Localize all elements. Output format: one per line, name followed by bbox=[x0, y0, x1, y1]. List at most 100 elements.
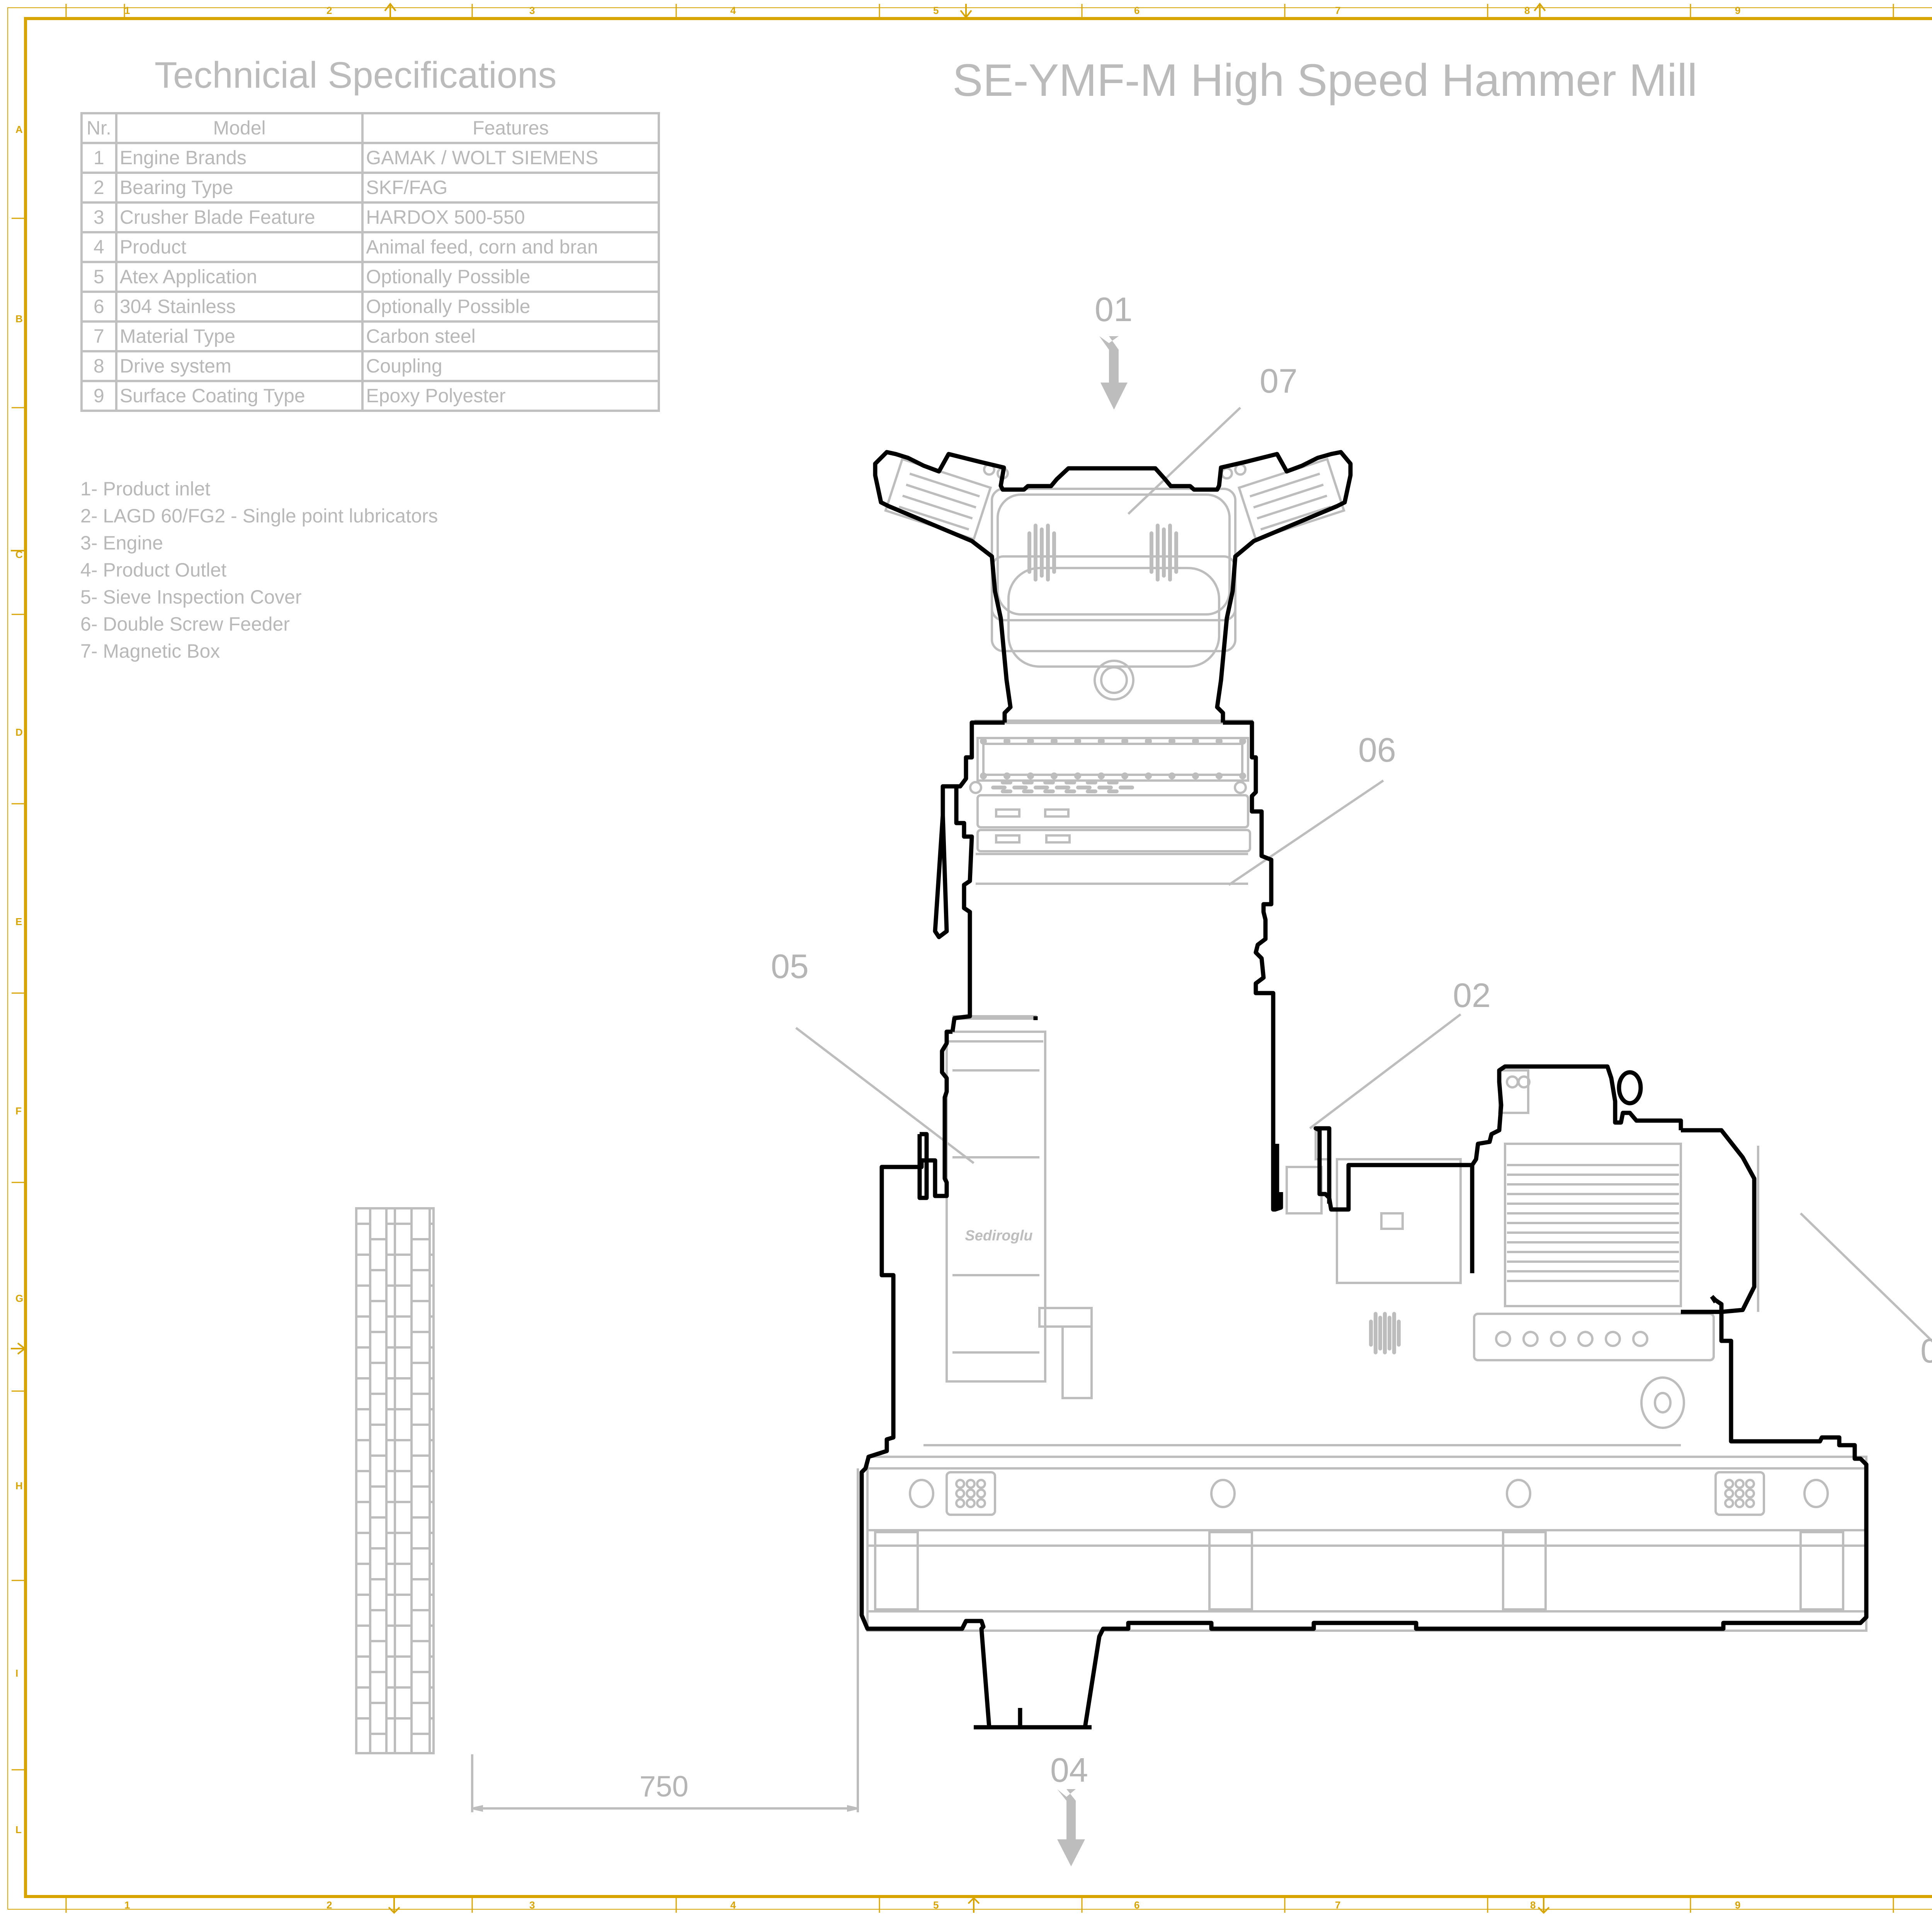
flow-arrows bbox=[1057, 336, 1128, 1866]
callout-03: 03 bbox=[1920, 1332, 1932, 1370]
cell-model: Crusher Blade Feature bbox=[115, 201, 364, 233]
cell-feature: HARDOX 500-550 bbox=[361, 201, 660, 233]
col-label: 2 bbox=[327, 1899, 332, 1911]
callout-06: 06 bbox=[1358, 731, 1396, 769]
col-header-model: Model bbox=[115, 112, 364, 144]
cell-nr: 8 bbox=[80, 350, 117, 382]
cell-nr: 5 bbox=[80, 261, 117, 293]
row-label: I bbox=[15, 1667, 19, 1679]
leader-03 bbox=[1799, 1212, 1932, 1343]
cell-model: Surface Coating Type bbox=[115, 380, 364, 412]
leader-02 bbox=[1309, 1013, 1461, 1129]
col-label: 3 bbox=[529, 5, 535, 16]
col-label: 2 bbox=[327, 5, 332, 16]
machine-outline bbox=[859, 450, 1869, 1730]
legend-item: 2- LAGD 60/FG2 - Single point lubricator… bbox=[80, 505, 438, 527]
cell-feature: SKF/FAG bbox=[361, 172, 660, 204]
leader-07 bbox=[1127, 407, 1242, 515]
col-label: 9 bbox=[1735, 5, 1741, 16]
dimension-label: 750 bbox=[639, 1770, 689, 1803]
outlet-arrow-icon bbox=[1057, 1789, 1085, 1866]
col-label: 7 bbox=[1335, 5, 1341, 16]
cell-model: Bearing Type bbox=[115, 172, 364, 204]
row-label: B bbox=[15, 313, 23, 325]
wall-hatch-icon bbox=[355, 1207, 435, 1754]
callout-02: 02 bbox=[1453, 976, 1491, 1014]
machine-detail-lines: Sediroglu bbox=[355, 407, 1932, 1812]
cell-model: Engine Brands bbox=[115, 142, 364, 174]
cell-model: Material Type bbox=[115, 320, 364, 352]
legend-item: 1- Product inlet bbox=[80, 478, 211, 500]
col-label: 8 bbox=[1530, 1899, 1536, 1911]
col-label: 1 bbox=[124, 5, 130, 16]
col-label: 1 bbox=[124, 1899, 130, 1911]
cell-nr: 2 bbox=[80, 172, 117, 204]
legend-item: 4- Product Outlet bbox=[80, 559, 226, 581]
legend-item: 7- Magnetic Box bbox=[80, 640, 220, 662]
row-label: C bbox=[15, 549, 23, 560]
spec-title-en: Technicial Specifications bbox=[155, 54, 557, 96]
cell-feature: Epoxy Polyester bbox=[361, 380, 660, 412]
legend-item: 6- Double Screw Feeder bbox=[80, 613, 290, 635]
cell-feature: GAMAK / WOLT SIEMENS bbox=[361, 142, 660, 174]
col-label: 4 bbox=[730, 1899, 736, 1911]
cell-nr: 4 bbox=[80, 231, 117, 263]
callout-07: 07 bbox=[1260, 362, 1298, 400]
col-label: 3 bbox=[529, 1899, 535, 1911]
cell-nr: 9 bbox=[80, 380, 117, 412]
row-label: F bbox=[15, 1105, 22, 1117]
callout-01: 01 bbox=[1095, 290, 1133, 328]
row-label: H bbox=[15, 1480, 23, 1492]
cell-nr: 7 bbox=[80, 320, 117, 352]
col-label: 5 bbox=[933, 5, 939, 16]
cell-feature: Coupling bbox=[361, 350, 660, 382]
callout-05: 05 bbox=[771, 947, 809, 985]
row-label: E bbox=[15, 916, 22, 927]
cell-feature: Animal feed, corn and bran bbox=[361, 231, 660, 263]
col-label: 6 bbox=[1134, 1899, 1140, 1911]
row-label: L bbox=[15, 1824, 22, 1835]
cell-feature: Optionally Possible bbox=[361, 291, 660, 323]
cell-model: 304 Stainless bbox=[115, 291, 364, 323]
inlet-arrow-icon bbox=[1099, 336, 1128, 410]
cell-nr: 1 bbox=[80, 142, 117, 174]
legend-item: 5- Sieve Inspection Cover bbox=[80, 586, 302, 608]
legend-en: 1- Product inlet 2- LAGD 60/FG2 - Single… bbox=[80, 475, 438, 665]
cell-feature: Optionally Possible bbox=[361, 261, 660, 293]
row-label: A bbox=[15, 124, 23, 135]
col-label: 4 bbox=[730, 5, 736, 16]
svg-text:Sediroglu: Sediroglu bbox=[965, 1228, 1032, 1244]
legend-item: 3- Engine bbox=[80, 532, 163, 554]
cell-model: Product bbox=[115, 231, 364, 263]
col-label: 9 bbox=[1735, 1899, 1741, 1911]
table-header-row: Nr. Model Features bbox=[80, 112, 660, 144]
col-header-features: Features bbox=[361, 112, 660, 144]
col-label: 5 bbox=[933, 1899, 939, 1911]
cell-model: Atex Application bbox=[115, 261, 364, 293]
cell-nr: 3 bbox=[80, 201, 117, 233]
col-label: 6 bbox=[1134, 5, 1140, 16]
callout-04: 04 bbox=[1050, 1751, 1088, 1789]
cell-model: Drive system bbox=[115, 350, 364, 382]
dimension-line bbox=[471, 1468, 859, 1812]
cell-nr: 6 bbox=[80, 291, 117, 323]
row-label: G bbox=[15, 1293, 24, 1304]
page-title: SE-YMF-M High Speed Hammer Mill bbox=[952, 55, 1697, 106]
leader-06 bbox=[1228, 779, 1384, 886]
row-label: D bbox=[15, 726, 23, 738]
cell-feature: Carbon steel bbox=[361, 320, 660, 352]
col-label: 7 bbox=[1335, 1899, 1341, 1911]
col-header-nr: Nr. bbox=[80, 112, 117, 144]
